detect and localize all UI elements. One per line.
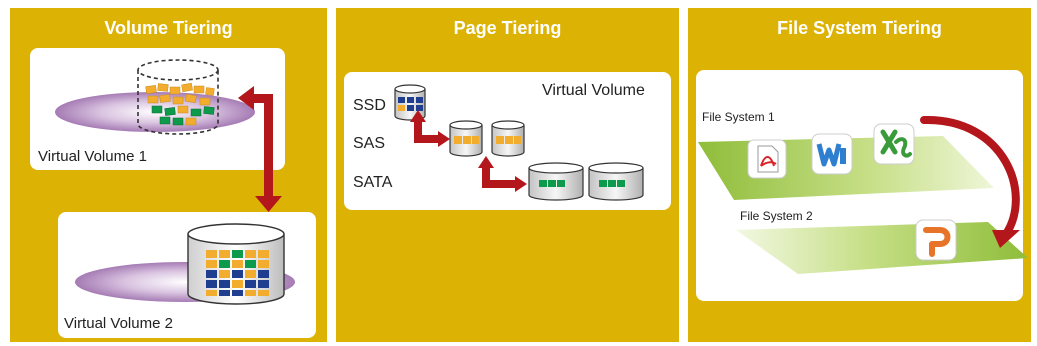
file-system-2-platform bbox=[736, 222, 1028, 274]
vv2-block-grid bbox=[206, 250, 269, 296]
volume-tiering-title: Volume Tiering bbox=[104, 18, 233, 38]
sata-disk-icon-2 bbox=[588, 162, 644, 201]
file-migration-arrowhead-icon bbox=[992, 230, 1020, 248]
sas-disk-icon-1 bbox=[449, 120, 483, 157]
ssd-sas-arrow-icon bbox=[410, 110, 450, 147]
file-system-tiering-art bbox=[698, 115, 1028, 274]
sas-disk-icon-2 bbox=[491, 120, 525, 157]
volume-tiering-art bbox=[55, 59, 295, 305]
tier-sas-label: SAS bbox=[353, 135, 386, 152]
page-tiering-art bbox=[394, 84, 644, 201]
powerpoint-icon bbox=[915, 219, 957, 261]
virtual-volume-2-label: Virtual Volume 2 bbox=[64, 315, 173, 332]
excel-icon bbox=[873, 123, 915, 165]
volume-migration-arrow-icon bbox=[238, 86, 282, 212]
sata-disk-icon-1 bbox=[528, 162, 584, 201]
file-system-1-label: File System 1 bbox=[702, 110, 775, 124]
pdf-icon bbox=[747, 139, 787, 179]
word-icon bbox=[811, 133, 853, 175]
volume-tiering-panel: Volume Tiering bbox=[10, 8, 327, 342]
tier-sata-label: SATA bbox=[353, 174, 393, 191]
page-tiering-panel: Page Tiering bbox=[336, 8, 679, 342]
file-system-tiering-title: File System Tiering bbox=[777, 18, 942, 38]
file-migration-arrow-icon bbox=[920, 115, 1020, 238]
sas-sata-arrow-icon bbox=[478, 156, 527, 192]
file-system-tiering-panel: File System Tiering bbox=[688, 8, 1031, 342]
page-tiering-title: Page Tiering bbox=[453, 18, 562, 38]
tier-ssd-label: SSD bbox=[353, 97, 386, 114]
file-system-2-label: File System 2 bbox=[740, 209, 813, 223]
virtual-volume-1-label: Virtual Volume 1 bbox=[38, 148, 147, 165]
page-virtual-volume-label: Virtual Volume bbox=[542, 82, 645, 99]
vv1-scattered-blocks bbox=[145, 82, 215, 126]
vv1-dashed-disk-icon bbox=[137, 59, 219, 135]
